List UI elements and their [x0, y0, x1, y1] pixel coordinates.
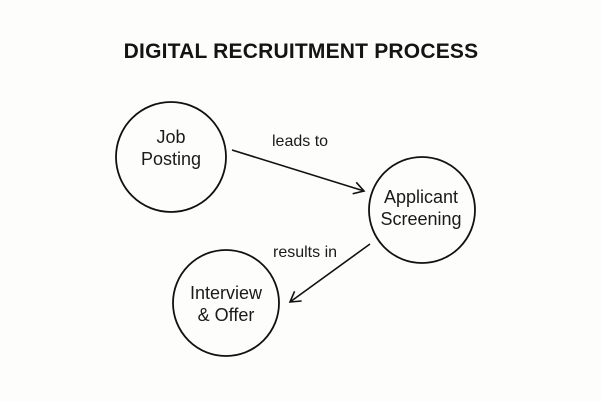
- node-job-posting-circle: [115, 101, 227, 213]
- edge-leads-to-label: leads to: [272, 133, 329, 150]
- node-label-line: Screening: [380, 209, 462, 229]
- diagram-title: DIGITAL RECRUITMENT PROCESS: [123, 40, 479, 63]
- node-applicant-screening-circle: [368, 156, 476, 264]
- node-label-line: & Offer: [197, 305, 255, 325]
- edge-results-in-label: results in: [273, 244, 338, 261]
- edge-results-in-arrow: [288, 243, 371, 303]
- node-interview-offer-label: Interview & Offer: [190, 282, 262, 326]
- node-applicant-screening-label: Applicant Screening: [380, 186, 461, 230]
- node-label-line: Interview: [189, 283, 263, 303]
- node-interview-offer-circle: [172, 249, 280, 357]
- node-label-line: Posting: [140, 149, 202, 169]
- node-label-line: Applicant: [383, 187, 459, 207]
- node-label-line: Job: [156, 127, 186, 147]
- node-job-posting-label: Job Posting: [141, 126, 201, 170]
- edge-leads-to-arrow: [231, 149, 366, 195]
